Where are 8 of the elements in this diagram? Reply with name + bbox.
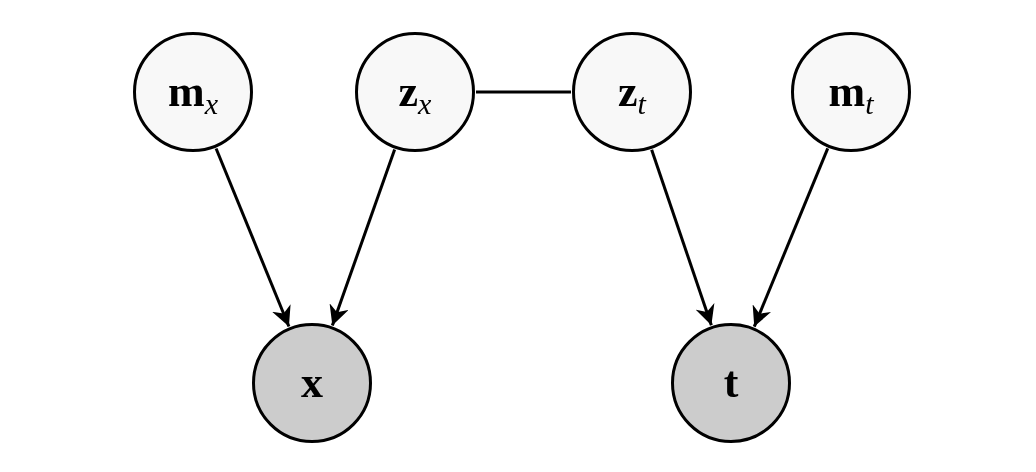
connector-line bbox=[476, 90, 571, 94]
variable-label: x bbox=[301, 361, 323, 405]
variable-label: t bbox=[723, 361, 739, 405]
variable-label: m$_{x}$ bbox=[168, 70, 218, 114]
variable-label: m$_{t}$ bbox=[828, 70, 874, 114]
arrow bbox=[752, 147, 830, 328]
variable-label: z$_{x}$ bbox=[398, 70, 432, 114]
variable-label: z$_{t}$ bbox=[618, 70, 646, 114]
